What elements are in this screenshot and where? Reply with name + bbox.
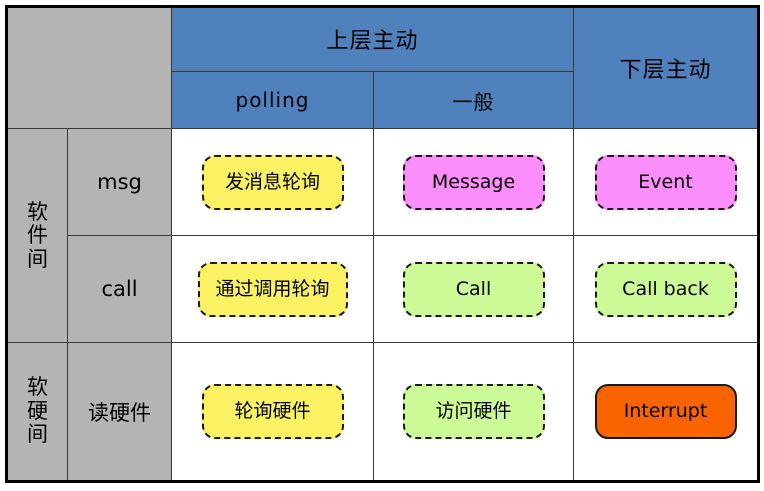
node-access-hardware[interactable]: 访问硬件	[402, 384, 545, 440]
node-interrupt[interactable]: Interrupt	[594, 384, 737, 440]
cell-hardware-polling: 轮询硬件	[171, 342, 374, 482]
cell-hardware-general: 访问硬件	[372, 342, 575, 482]
node-poll-hardware[interactable]: 轮询硬件	[201, 384, 344, 440]
row-label-call: call	[67, 235, 172, 344]
node-send-message-polling[interactable]: 发消息轮询	[201, 154, 344, 210]
cell-msg-general: Message	[372, 128, 575, 237]
cell-msg-polling: 发消息轮询	[171, 128, 374, 237]
comparison-matrix: 上层主动 下层主动 polling 一般 软 件 间 msg 发消息轮询 Mes…	[5, 5, 761, 483]
header-group-lower-active: 下层主动	[573, 5, 760, 130]
node-event[interactable]: Event	[594, 154, 737, 210]
rowgroup-label-software-to-software: 软 件 间	[6, 128, 68, 344]
row-label-msg: msg	[67, 128, 172, 237]
cell-call-general: Call	[372, 235, 575, 344]
cell-call-polling: 通过调用轮询	[171, 235, 374, 344]
header-column-polling: polling	[171, 70, 374, 130]
header-row-sub: polling 一般	[7, 70, 759, 130]
table-row: 软 硬 间 读硬件 轮询硬件 访问硬件 Interrupt	[6, 342, 760, 482]
corner-cell	[6, 5, 172, 130]
table-row: 软 件 间 msg 发消息轮询 Message Event	[6, 128, 760, 344]
node-message[interactable]: Message	[402, 154, 545, 210]
node-polling-via-call[interactable]: 通过调用轮询	[197, 261, 348, 317]
row-label-read-hardware: 读硬件	[67, 342, 172, 482]
header-group-upper-active: 上层主动	[170, 6, 575, 72]
header-column-general: 一般	[372, 70, 575, 130]
header-row-top: 上层主动 下层主动	[6, 5, 760, 130]
table-row: call 通过调用轮询 Call Call back	[7, 235, 760, 344]
rowgroup-label-software-to-hardware: 软 硬 间	[6, 342, 68, 482]
cell-hardware-lower-active: Interrupt	[573, 342, 760, 482]
matrix-table: 上层主动 下层主动 polling 一般 软 件 间 msg 发消息轮询 Mes…	[5, 5, 761, 483]
cell-msg-lower-active: Event	[573, 128, 760, 237]
node-call-back[interactable]: Call back	[594, 261, 737, 317]
node-call[interactable]: Call	[402, 261, 545, 317]
cell-call-lower-active: Call back	[573, 235, 760, 344]
